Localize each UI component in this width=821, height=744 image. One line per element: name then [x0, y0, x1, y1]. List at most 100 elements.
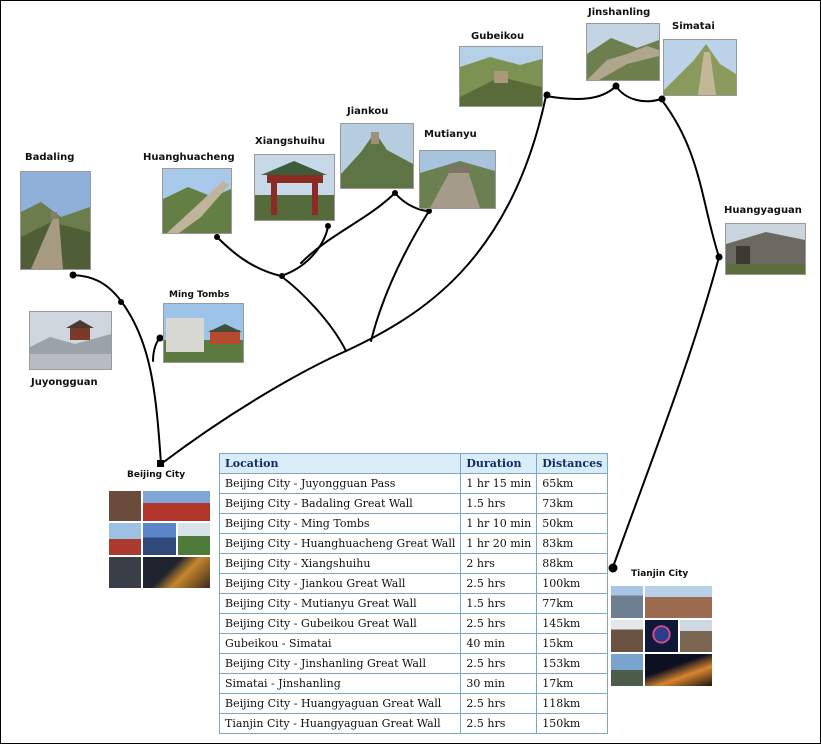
label-ming-tombs: Ming Tombs [169, 290, 230, 300]
cell-distance: 150km [536, 713, 609, 734]
node-huangyaguan [715, 253, 723, 261]
cell-distance: 100km [536, 573, 609, 594]
label-gubeikou: Gubeikou [471, 31, 525, 42]
photo-juyongguan [29, 311, 112, 370]
route-to-jinshanling-simatai [545, 84, 662, 103]
cell-location: Beijing City - Mutianyu Great Wall [218, 593, 462, 614]
cell-duration: 2 hrs [460, 553, 538, 574]
tianjin-city-collage [611, 586, 712, 686]
label-badaling: Badaling [25, 152, 75, 163]
cell-duration: 1 hr 15 min [460, 473, 538, 494]
node-gubeikou [543, 91, 551, 99]
label-mutianyu: Mutianyu [424, 129, 477, 140]
label-beijing-city: Beijing City [127, 470, 186, 480]
node-tianjin [608, 563, 618, 573]
photo-simatai [663, 39, 737, 96]
route-jiankou-branch [300, 191, 430, 264]
photo-huanghuacheng [162, 168, 232, 234]
cell-distance: 118km [536, 693, 609, 714]
photo-huangyaguan [725, 223, 806, 275]
label-xiangshuihu: Xiangshuihu [255, 136, 326, 147]
cell-duration: 2.5 hrs [460, 713, 538, 734]
cell-duration: 1.5 hrs [460, 593, 538, 614]
cell-duration: 2.5 hrs [460, 653, 538, 674]
cell-duration: 2.5 hrs [460, 573, 538, 594]
route-beijing-mutianyu-gubeikou [160, 95, 547, 465]
cell-duration: 2.5 hrs [460, 613, 538, 634]
cell-location: Tianjin City - Huangyaguan Great Wall [218, 713, 462, 734]
distance-table: Location Duration Distances Beijing City… [218, 453, 609, 734]
header-distances: Distances [536, 453, 609, 474]
cell-location: Beijing City - Badaling Great Wall [218, 493, 462, 514]
route-huangyaguan-tianjin [612, 256, 720, 568]
label-huangyaguan: Huangyaguan [724, 205, 802, 216]
node-xiangshuihu [325, 223, 331, 229]
photo-ming-tombs [163, 303, 244, 363]
cell-location: Beijing City - Ming Tombs [218, 513, 462, 534]
cell-location: Simatai - Jinshanling [218, 673, 462, 694]
photo-mutianyu [419, 150, 496, 209]
route-simatai-huangyaguan [660, 98, 720, 258]
photo-jiankou [340, 123, 414, 189]
cell-location: Beijing City - Huanghuacheng Great Wall [218, 533, 462, 554]
cell-duration: 1 hr 10 min [460, 513, 538, 534]
node-simatai [658, 95, 666, 103]
cell-distance: 15km [536, 633, 609, 654]
node-badaling-junction [118, 299, 124, 305]
node-ming-tombs [156, 334, 164, 342]
label-simatai: Simatai [672, 21, 715, 32]
label-huanghuacheng: Huanghuacheng [143, 152, 235, 163]
cell-duration: 30 min [460, 673, 538, 694]
cell-distance: 77km [536, 593, 609, 614]
cell-distance: 17km [536, 673, 609, 694]
node-mutianyu [426, 208, 432, 214]
beijing-city-collage [109, 491, 210, 588]
node-badaling [69, 271, 77, 279]
cell-distance: 145km [536, 613, 609, 634]
header-location: Location [218, 453, 462, 474]
photo-gubeikou [459, 46, 543, 107]
label-jiankou: Jiankou [347, 106, 389, 117]
cell-location: Beijing City - Gubeikou Great Wall [218, 613, 462, 634]
header-duration: Duration [460, 453, 538, 474]
photo-badaling [20, 171, 91, 270]
cell-distance: 83km [536, 533, 609, 554]
cell-distance: 50km [536, 513, 609, 534]
cell-location: Beijing City - Jinshanling Great Wall [218, 653, 462, 674]
route-xiangshuihu-branch [280, 225, 329, 277]
cell-location: Beijing City - Xiangshuihu [218, 553, 462, 574]
table-header-row: Location Duration Distances [218, 453, 609, 474]
route-beijing-badaling [72, 274, 162, 465]
label-juyongguan: Juyongguan [31, 377, 98, 388]
cell-duration: 1.5 hrs [460, 493, 538, 514]
cell-duration: 1 hr 20 min [460, 533, 538, 554]
label-tianjin-city: Tianjin City [631, 569, 689, 579]
cell-duration: 2.5 hrs [460, 693, 538, 714]
photo-jinshanling [586, 23, 660, 81]
cell-location: Beijing City - Juyongguan Pass [218, 473, 462, 494]
node-jiankou [392, 190, 398, 196]
node-huanghuacheng [214, 234, 220, 240]
node-beijing [157, 460, 164, 467]
cell-distance: 153km [536, 653, 609, 674]
cell-duration: 40 min [460, 633, 538, 654]
photo-xiangshuihu [254, 154, 335, 221]
cell-location: Beijing City - Huangyaguan Great Wall [218, 693, 462, 714]
cell-location: Gubeikou - Simatai [218, 633, 462, 654]
node-huanghuacheng-junction [279, 273, 285, 279]
